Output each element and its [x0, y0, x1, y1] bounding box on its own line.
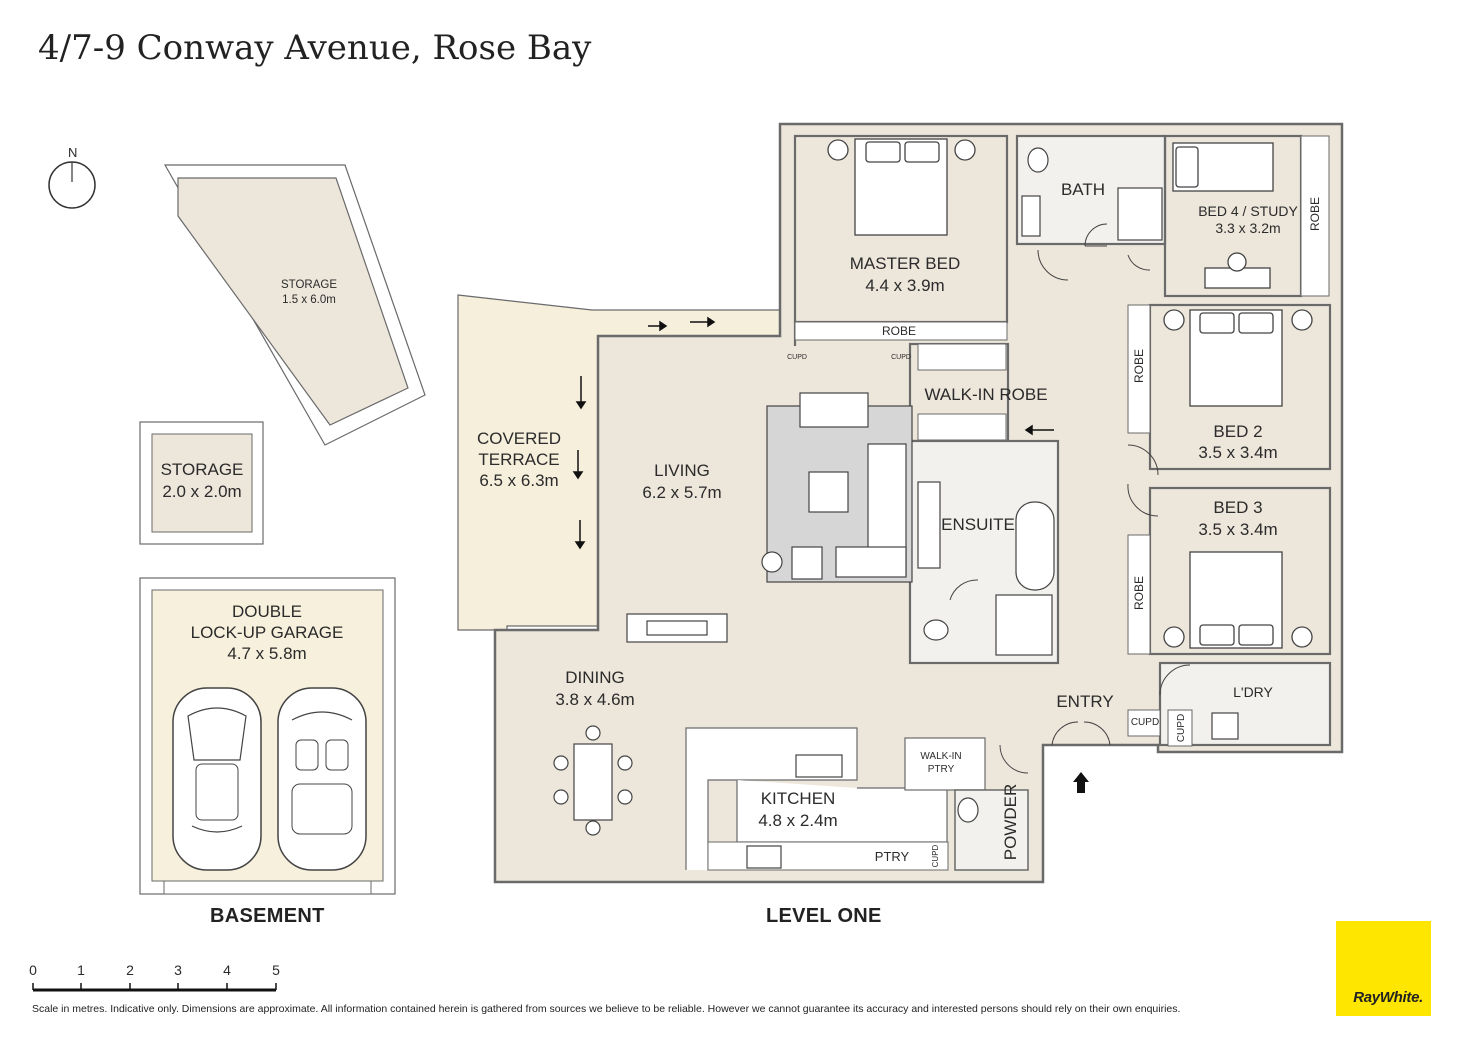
scale-tick-label: 2: [126, 962, 134, 978]
bed3-dims: 3.5 x 3.4m: [1198, 520, 1277, 539]
living-name: LIVING: [654, 461, 710, 480]
door-swing: [949, 223, 1191, 774]
master-bed-dims: 4.4 x 3.9m: [865, 276, 944, 295]
master-bed-name: MASTER BED: [850, 254, 961, 273]
ensuite-name: ENSUITE: [941, 515, 1015, 534]
bath-fixtures: [746, 147, 1239, 869]
entry-arrow-icon: [1073, 772, 1089, 793]
north-arrow-icon: N: [48, 145, 96, 209]
pantry-name: PTRY: [875, 849, 910, 864]
cupboard-label: CUPD: [1176, 714, 1187, 742]
bath-name: BATH: [1061, 180, 1105, 199]
garage-name-line1: DOUBLE: [232, 602, 302, 621]
kitchen-dims: 4.8 x 2.4m: [758, 811, 837, 830]
storage-small-dims: 2.0 x 2.0m: [162, 482, 241, 501]
bed-icon: [827, 138, 1313, 649]
dining-name: DINING: [565, 668, 625, 687]
page-title: 4/7-9 Conway Avenue, Rose Bay: [38, 28, 592, 68]
entry-name: ENTRY: [1056, 692, 1113, 711]
kitchen-name: KITCHEN: [761, 789, 836, 808]
storage-upper-room: [163, 164, 426, 446]
disclaimer: Scale in metres. Indicative only. Dimens…: [32, 1003, 1181, 1015]
walk-in-pantry-line1: WALK-IN: [920, 751, 961, 762]
scale-bar: 0 1 2 3 4 5: [29, 962, 280, 992]
robe-label: ROBE: [1132, 576, 1146, 610]
lounge-furniture: [626, 392, 913, 643]
raywhite-logo: RayWhite.: [1336, 921, 1431, 1016]
sliding-door-arrows: [572, 316, 1054, 550]
bed4-name: BED 4 / STUDY: [1198, 203, 1298, 219]
storage-small-room: [139, 421, 264, 545]
storage-upper-dims: 1.5 x 6.0m: [282, 294, 336, 306]
terrace-dims: 6.5 x 6.3m: [479, 471, 558, 490]
fixture-labels: ROBE ROBE ROBE ROBE CUPD CUPD CUPD CUPD …: [787, 197, 1322, 867]
storage-small-name: STORAGE: [161, 460, 244, 479]
living-dims: 6.2 x 5.7m: [642, 483, 721, 502]
bed2-dims: 3.5 x 3.4m: [1198, 443, 1277, 462]
level-one-label: LEVEL ONE: [766, 905, 882, 927]
scale-tick-label: 4: [223, 962, 231, 978]
storage-upper-name: STORAGE: [281, 279, 337, 291]
scale-tick-label: 5: [272, 962, 280, 978]
convertible-car-icon: [277, 687, 367, 871]
bed2-name: BED 2: [1213, 422, 1262, 441]
robe-label: ROBE: [1132, 349, 1146, 383]
cupboard-label: CUPD: [931, 844, 940, 867]
basement-label: BASEMENT: [210, 905, 325, 927]
scale-tick-label: 1: [77, 962, 85, 978]
terrace-name-line1: COVERED: [477, 429, 561, 448]
scale-tick-label: 0: [29, 962, 37, 978]
scale-tick-label: 3: [174, 962, 182, 978]
room-labels: STORAGE 1.5 x 6.0m STORAGE 2.0 x 2.0m DO…: [161, 180, 1299, 864]
dining-dims: 3.8 x 4.6m: [555, 690, 634, 709]
garage-dims: 4.7 x 5.8m: [227, 644, 306, 663]
cupboard-label: CUPD: [787, 354, 807, 361]
terrace-name-line2: TERRACE: [478, 450, 559, 469]
north-label: N: [68, 145, 77, 160]
cupboard-label: CUPD: [1131, 717, 1159, 728]
laundry-name: L'DRY: [1233, 684, 1273, 700]
bed3-name: BED 3: [1213, 498, 1262, 517]
walk-in-robe-name: WALK-IN ROBE: [924, 385, 1047, 404]
walk-in-pantry-line2: PTRY: [928, 764, 955, 775]
dining-table-icon: [553, 725, 633, 836]
garage-name-line2: LOCK-UP GARAGE: [191, 623, 344, 642]
robe-label: ROBE: [882, 324, 916, 338]
powder-name: POWDER: [1001, 784, 1020, 861]
cupboard-label: CUPD: [891, 354, 911, 361]
logo-text: RayWhite.: [1353, 989, 1423, 1006]
robe-label: ROBE: [1308, 197, 1322, 231]
bed4-dims: 3.3 x 3.2m: [1215, 220, 1280, 236]
car-icon: [172, 687, 262, 871]
